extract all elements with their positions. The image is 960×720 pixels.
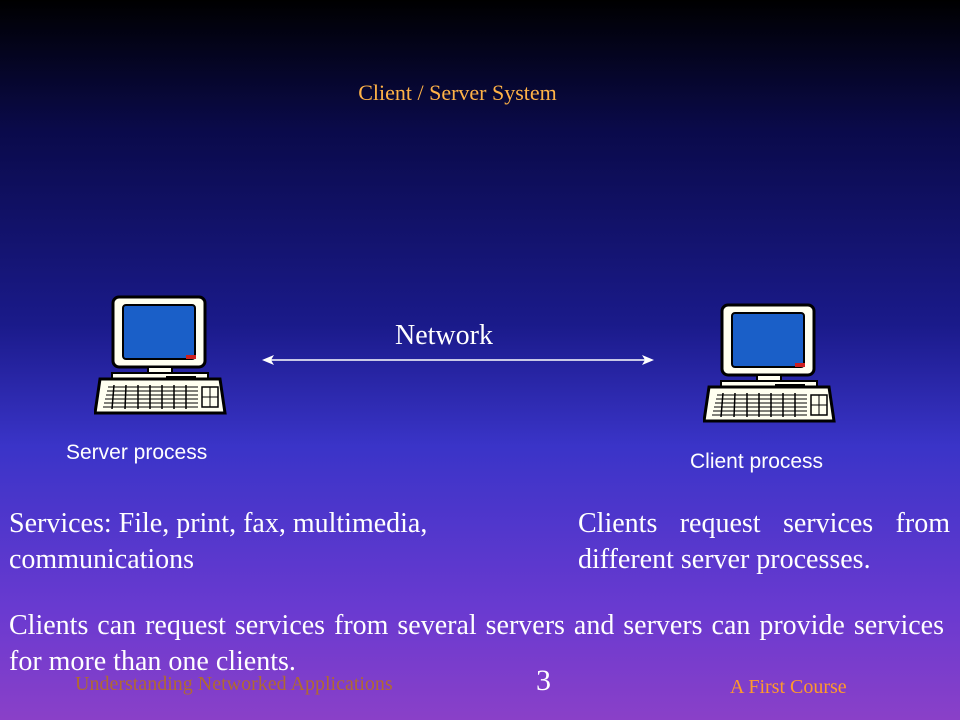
client-process-caption: Client process (690, 450, 824, 473)
footer-subtitle: A First Course (730, 676, 847, 698)
network-label: Network (395, 320, 493, 351)
server-process-caption: Server process (66, 441, 208, 464)
slide-title: Client / Server System (358, 80, 557, 105)
services-text: Services: File, print, fax, multimedia, … (9, 508, 428, 575)
double-arrow-icon (262, 350, 654, 375)
summary-text: Clients can request services from severa… (9, 610, 944, 677)
client-computer-icon (702, 303, 838, 430)
server-computer-icon (93, 295, 229, 422)
page-number: 3 (536, 664, 551, 697)
footer-course-title: Understanding Networked Applications (75, 673, 393, 695)
clients-request-text: Clients request services from different … (578, 508, 950, 575)
